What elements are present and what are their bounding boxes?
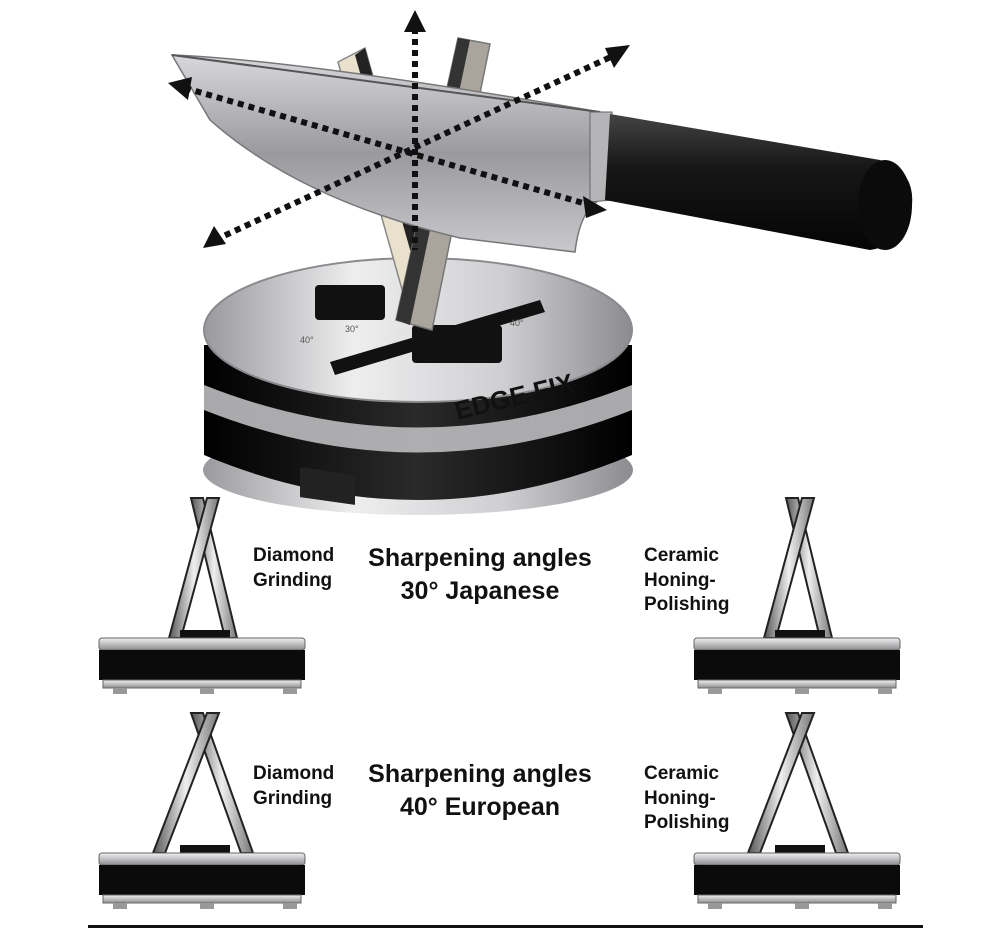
sharpener-diagram-30-ceramic	[693, 497, 901, 694]
svg-text:40°: 40°	[510, 318, 524, 328]
arrow-right-icon	[583, 196, 607, 218]
svg-text:30°: 30°	[345, 324, 359, 334]
svg-text:40°: 40°	[300, 335, 314, 345]
arrow-left-icon	[168, 77, 192, 100]
sharpener-diagram-40-diamond	[98, 712, 306, 909]
arrow-up-icon	[404, 10, 426, 32]
bottom-rule	[88, 925, 923, 928]
sharpener-diagram-40-ceramic	[693, 712, 901, 909]
chef-knife	[170, 54, 913, 253]
sharpener-diagram-30-diamond	[98, 497, 306, 694]
motion-arrows	[184, 28, 617, 250]
arrow-down-left-icon	[203, 226, 226, 248]
arrow-up-right-icon	[605, 45, 630, 68]
knife-sharpener-photo: EDGE FIX 40° 30° 40°	[168, 10, 913, 515]
sharpener-base: EDGE FIX 40° 30° 40°	[203, 257, 633, 515]
